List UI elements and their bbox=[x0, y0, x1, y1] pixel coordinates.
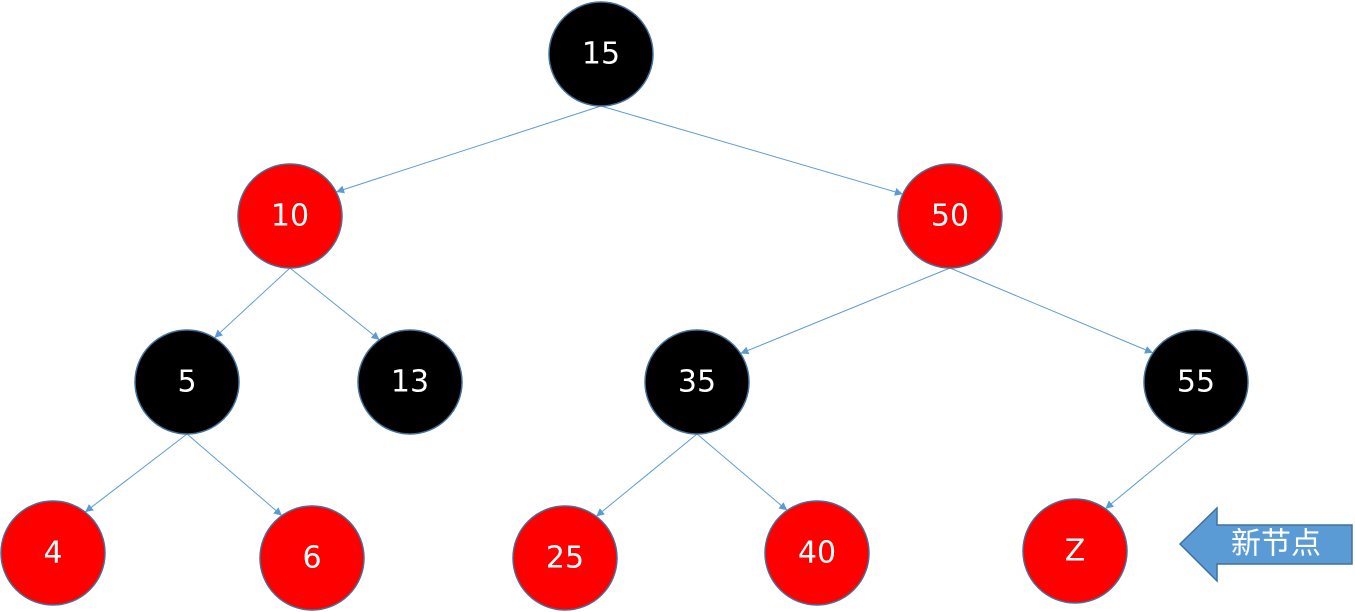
tree-node-10: 10 bbox=[237, 163, 343, 269]
node-circle-red bbox=[897, 163, 1003, 269]
node-circle-red bbox=[259, 505, 365, 611]
edge-n50-n55 bbox=[949, 267, 1154, 354]
edge-n15-n10 bbox=[335, 105, 602, 194]
node-label: 25 bbox=[546, 541, 584, 576]
edges-layer bbox=[84, 105, 1197, 517]
node-label: Z bbox=[1065, 534, 1086, 569]
new-node-callout: 新节点 bbox=[1178, 506, 1353, 583]
tree-node-6: 6 bbox=[259, 505, 365, 611]
tree-node-40: 40 bbox=[764, 500, 870, 606]
nodes-layer: 15 10 50 5 13 35 55 4 6 25 40 Z bbox=[0, 1, 1249, 611]
tree-node-13: 13 bbox=[357, 329, 463, 435]
tree-node-4: 4 bbox=[0, 500, 106, 606]
edge-n5-n6 bbox=[186, 433, 283, 516]
node-circle-red bbox=[237, 163, 343, 269]
tree-node-5: 5 bbox=[134, 329, 240, 435]
node-label: 50 bbox=[931, 199, 969, 234]
node-circle-red bbox=[512, 505, 618, 611]
node-label: 55 bbox=[1177, 365, 1215, 400]
tree-node-50: 50 bbox=[897, 163, 1003, 269]
node-circle-red bbox=[0, 500, 106, 606]
edge-n55-nZ bbox=[1104, 433, 1197, 510]
edge-n50-n35 bbox=[740, 267, 951, 355]
left-arrow-shape bbox=[1178, 506, 1353, 583]
node-label: 15 bbox=[582, 37, 620, 72]
node-label: 5 bbox=[177, 365, 196, 400]
node-circle-black bbox=[1143, 329, 1249, 435]
tree-node-35: 35 bbox=[644, 329, 750, 435]
edge-n10-n13 bbox=[289, 267, 380, 341]
node-label: 10 bbox=[271, 199, 309, 234]
node-label: 13 bbox=[391, 365, 429, 400]
node-circle-red bbox=[1022, 498, 1128, 604]
tree-node-25: 25 bbox=[512, 505, 618, 611]
edge-n5-n4 bbox=[84, 433, 188, 513]
node-circle-red bbox=[764, 500, 870, 606]
tree-node-55: 55 bbox=[1143, 329, 1249, 435]
node-label: 35 bbox=[678, 365, 716, 400]
tree-node-15: 15 bbox=[548, 1, 654, 107]
node-circle-black bbox=[644, 329, 750, 435]
tree-node-Z: Z bbox=[1022, 498, 1128, 604]
edge-n15-n50 bbox=[600, 105, 903, 196]
edge-n35-n25 bbox=[595, 433, 698, 517]
node-label: 40 bbox=[798, 536, 836, 571]
node-circle-black bbox=[357, 329, 463, 435]
node-label: 6 bbox=[302, 541, 321, 576]
node-circle-black bbox=[548, 1, 654, 107]
edge-n35-n40 bbox=[696, 433, 788, 511]
node-label: 4 bbox=[43, 536, 62, 571]
edge-n10-n5 bbox=[214, 267, 291, 339]
new-node-label: 新节点 bbox=[1231, 527, 1321, 562]
node-circle-black bbox=[134, 329, 240, 435]
